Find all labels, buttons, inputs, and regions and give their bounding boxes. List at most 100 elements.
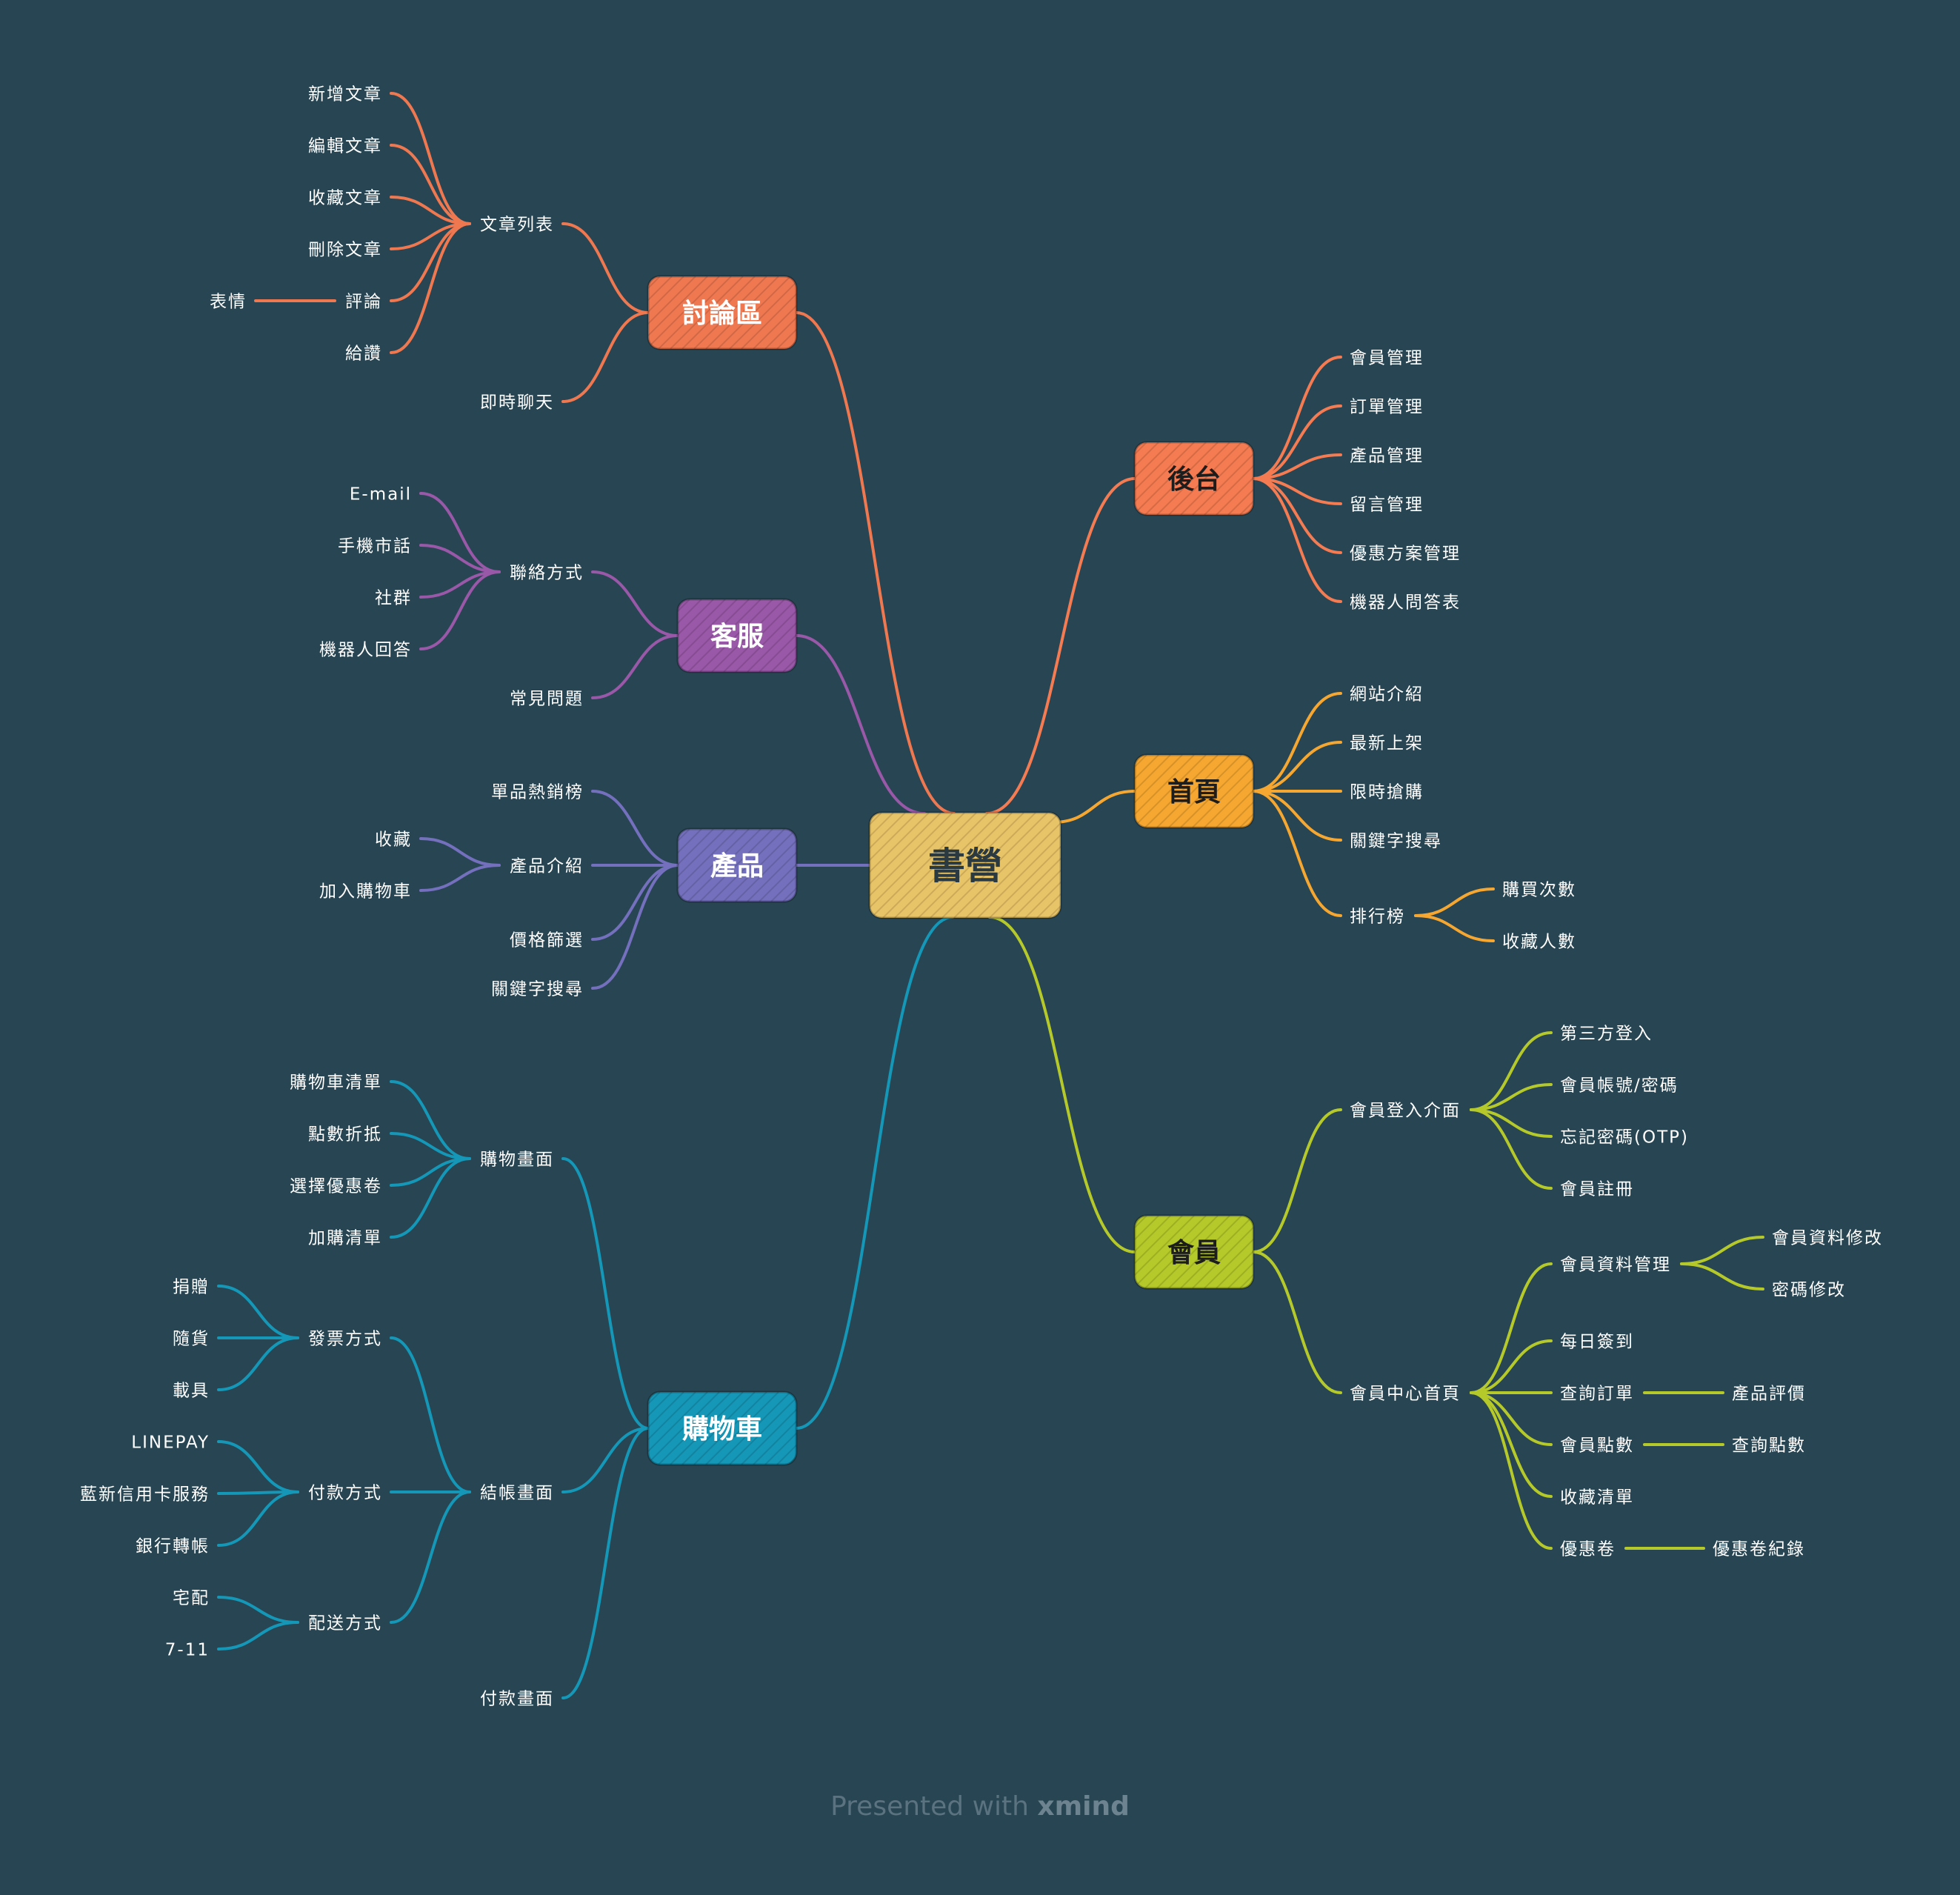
product-node[interactable]: 產品 <box>605 827 867 903</box>
admin-item-6-label[interactable]: 機器人問答表 <box>1350 593 1461 612</box>
home-item-2-label[interactable]: 最新上架 <box>1350 733 1424 753</box>
product-item-1-connector <box>591 790 679 867</box>
forum-item-1-2-label[interactable]: 編輯文章 <box>308 136 382 156</box>
cart-item-1-2-label[interactable]: 點數折抵 <box>308 1125 382 1144</box>
cart-item-1-4-label[interactable]: 加購清單 <box>308 1228 382 1248</box>
forum-node[interactable]: 討論區 <box>576 275 861 350</box>
service-item-1-4-label[interactable]: 機器人回答 <box>319 640 412 659</box>
admin-item-3-connector <box>1252 453 1342 480</box>
home-item-5-1-label[interactable]: 購買次數 <box>1502 880 1576 899</box>
member-item-2-1-2-label[interactable]: 密碼修改 <box>1772 1280 1846 1299</box>
forum-item-1-5-1-label[interactable]: 表情 <box>210 292 247 311</box>
service-item-1-2-label[interactable]: 手機市話 <box>338 536 412 556</box>
product-item-1-label[interactable]: 單品熱銷榜 <box>491 782 584 802</box>
cart-item-2-3-label[interactable]: 配送方式 <box>308 1613 382 1633</box>
cart-item-2-1-label[interactable]: 發票方式 <box>308 1329 382 1348</box>
member-item-2-5-label[interactable]: 收藏清單 <box>1560 1488 1634 1507</box>
member-item-1-4-connector <box>1470 1108 1553 1190</box>
member-item-1-3-label[interactable]: 忘記密碼(OTP) <box>1560 1128 1689 1147</box>
home-item-5-connector <box>1252 790 1342 917</box>
member-item-2-5-connector <box>1470 1391 1553 1498</box>
member-node[interactable]: 會員 <box>1062 1214 1324 1290</box>
member-item-1-2-label[interactable]: 會員帳號/密碼 <box>1560 1076 1679 1095</box>
product-item-2-2-label[interactable]: 加入購物車 <box>319 882 412 901</box>
cart-item-2-2-label[interactable]: 付款方式 <box>308 1483 382 1502</box>
forum-item-1-4-label[interactable]: 刪除文章 <box>308 240 382 259</box>
member-item-1-4-label[interactable]: 會員註冊 <box>1560 1179 1634 1199</box>
admin-item-3-label[interactable]: 產品管理 <box>1350 446 1424 465</box>
forum-item-1-3-label[interactable]: 收藏文章 <box>308 188 382 207</box>
home-item-5-label[interactable]: 排行榜 <box>1350 907 1405 926</box>
admin-item-1-label[interactable]: 會員管理 <box>1350 348 1424 367</box>
root-node-label: 書營 <box>928 845 1002 887</box>
product-item-4-label[interactable]: 關鍵字搜尋 <box>491 979 584 999</box>
cart-item-1-3-label[interactable]: 選擇優惠卷 <box>290 1176 382 1196</box>
cart-item-2-2-3-label[interactable]: 銀行轉帳 <box>136 1536 210 1556</box>
product-item-2-1-connector <box>419 837 501 867</box>
home-item-3-label[interactable]: 限時搶購 <box>1350 782 1424 802</box>
member-item-1-2-connector <box>1470 1083 1553 1111</box>
admin-node-box <box>1133 441 1255 516</box>
forum-main-connector <box>795 311 956 815</box>
member-item-2-6-label[interactable]: 優惠卷 <box>1560 1539 1616 1559</box>
cart-node[interactable]: 購物車 <box>576 1391 861 1466</box>
admin-item-2-label[interactable]: 訂單管理 <box>1350 397 1424 416</box>
home-item-5-2-label[interactable]: 收藏人數 <box>1502 932 1576 951</box>
forum-item-1-1-label[interactable]: 新增文章 <box>308 84 382 104</box>
member-item-2-4-label[interactable]: 會員點數 <box>1560 1436 1634 1455</box>
member-item-2-label[interactable]: 會員中心首頁 <box>1350 1384 1461 1403</box>
root-node[interactable]: 書營 <box>764 811 1154 919</box>
product-item-3-label[interactable]: 價格篩選 <box>510 930 584 950</box>
home-item-4-label[interactable]: 關鍵字搜尋 <box>1350 831 1442 850</box>
cart-item-2-2-1-label[interactable]: LINEPAY <box>131 1433 210 1452</box>
member-item-2-2-label[interactable]: 每日簽到 <box>1560 1332 1634 1351</box>
member-item-2-3-label[interactable]: 查詢訂單 <box>1560 1384 1634 1403</box>
forum-item-1-4-connector <box>390 222 471 250</box>
member-item-2-1-1-label[interactable]: 會員資料修改 <box>1772 1228 1883 1248</box>
admin-item-4-label[interactable]: 留言管理 <box>1350 495 1424 514</box>
cart-item-2-2-2-label[interactable]: 藍新信用卡服務 <box>80 1485 210 1504</box>
cart-item-2-1-3-label[interactable]: 載具 <box>173 1381 210 1400</box>
cart-item-2-2-1-connector <box>217 1440 299 1493</box>
member-item-1-1-label[interactable]: 第三方登入 <box>1560 1024 1653 1043</box>
home-node[interactable]: 首頁 <box>1062 753 1324 829</box>
cart-item-2-label[interactable]: 結帳畫面 <box>480 1483 554 1502</box>
service-item-1-label[interactable]: 聯絡方式 <box>510 563 584 582</box>
member-item-2-3-1-label[interactable]: 產品評價 <box>1732 1384 1806 1403</box>
forum-item-1-6-label[interactable]: 給讚 <box>345 344 382 363</box>
cart-item-1-1-label[interactable]: 購物車清單 <box>290 1073 382 1092</box>
cart-item-2-1-1-label[interactable]: 捐贈 <box>173 1277 210 1296</box>
forum-item-1-6-connector <box>390 222 471 354</box>
member-item-1-1-connector <box>1470 1031 1553 1111</box>
member-item-1-label[interactable]: 會員登入介面 <box>1350 1101 1461 1120</box>
cart-item-1-label[interactable]: 購物畫面 <box>480 1150 554 1169</box>
cart-item-1-1-connector <box>390 1080 471 1160</box>
cart-item-2-3-2-label[interactable]: 7-11 <box>165 1640 210 1659</box>
member-item-2-1-label[interactable]: 會員資料管理 <box>1560 1255 1671 1274</box>
member-item-2-6-1-label[interactable]: 優惠卷紀錄 <box>1713 1539 1805 1559</box>
product-item-2-1-label[interactable]: 收藏 <box>375 830 412 849</box>
product-item-4-connector <box>591 864 679 990</box>
admin-item-5-label[interactable]: 優惠方案管理 <box>1350 544 1461 563</box>
service-item-1-3-label[interactable]: 社群 <box>375 588 412 607</box>
service-item-1-1-label[interactable]: E-mail <box>350 484 412 504</box>
cart-item-2-3-1-label[interactable]: 宅配 <box>173 1588 210 1608</box>
cart-item-2-3-connector <box>390 1491 471 1624</box>
cart-item-2-1-2-label[interactable]: 隨貨 <box>173 1329 210 1348</box>
home-main-connector <box>1052 790 1136 824</box>
member-item-2-connector <box>1252 1250 1342 1394</box>
admin-node[interactable]: 後台 <box>1062 441 1324 516</box>
home-item-1-label[interactable]: 網站介紹 <box>1350 685 1424 704</box>
forum-item-2-label[interactable]: 即時聊天 <box>480 393 554 412</box>
forum-item-1-5-label[interactable]: 評論 <box>345 292 382 311</box>
service-node[interactable]: 客服 <box>605 598 867 673</box>
home-node-box <box>1133 753 1255 829</box>
home-node-label: 首頁 <box>1167 777 1221 807</box>
cart-item-3-label[interactable]: 付款畫面 <box>480 1689 554 1708</box>
home-item-1-connector <box>1252 692 1342 793</box>
service-item-2-label[interactable]: 常見問題 <box>510 689 584 708</box>
member-item-2-4-1-label[interactable]: 查詢點數 <box>1732 1436 1806 1455</box>
footer-prefix: Presented with <box>830 1791 1029 1822</box>
forum-item-1-label[interactable]: 文章列表 <box>480 215 554 234</box>
product-item-2-label[interactable]: 產品介紹 <box>510 856 584 876</box>
